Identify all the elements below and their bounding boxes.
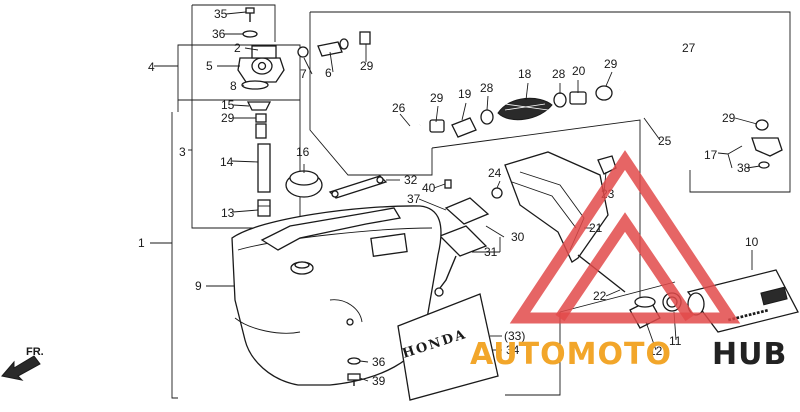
part-callout-p24: 24 [488, 166, 502, 180]
fuel-hose-26 [356, 31, 445, 152]
part-callout-p8: 8 [230, 79, 237, 93]
part-callout-p29d: 29 [221, 111, 235, 125]
watermark-automoto: AUTOMOTO [470, 337, 672, 372]
part-callout-p2: 2 [234, 41, 241, 55]
part-callout-p15: 15 [221, 98, 235, 112]
part-callout-p14: 14 [220, 155, 234, 169]
leader-line [605, 71, 613, 87]
leader-line [717, 152, 729, 155]
part-callout-p28b: 28 [552, 67, 566, 81]
primer-line-assembly [451, 60, 783, 169]
leader-line [433, 183, 446, 189]
part-callout-p20: 20 [572, 64, 586, 78]
leader-line [727, 153, 733, 169]
watermark: AUTOMOTO HUB [470, 150, 787, 372]
leader-line [399, 113, 411, 127]
part-callout-p39: 39 [372, 374, 386, 388]
part-callout-p6: 6 [325, 66, 332, 80]
part-callout-p7: 7 [300, 67, 307, 81]
honda-plate: HONDA [397, 293, 499, 401]
part-callout-p17: 17 [704, 148, 718, 162]
part-callout-p37: 37 [407, 192, 421, 206]
leader-line [645, 321, 657, 351]
leader-line [232, 104, 250, 107]
part-callout-p3: 3 [179, 145, 186, 159]
leader-line [244, 47, 259, 51]
part-callout-p4: 4 [148, 60, 155, 74]
part-callout-p36b: 36 [372, 355, 386, 369]
part-callout-p21: 21 [589, 221, 603, 235]
leader-line [359, 377, 369, 382]
leader-line [241, 84, 245, 87]
part-callout-p16: 16 [296, 145, 310, 159]
part-callout-p29b: 29 [604, 57, 618, 71]
front-marker-label: FR. [26, 346, 44, 358]
leader-line [496, 180, 501, 189]
part-callout-p32: 32 [404, 173, 418, 187]
assembly-frames [150, 4, 791, 399]
leader-line [329, 51, 334, 73]
part-callout-p25: 25 [658, 134, 672, 148]
leader-line [746, 165, 761, 169]
part-callout-p12: 12 [649, 344, 663, 358]
heat-shield [504, 151, 626, 293]
part-callout-p29c: 29 [430, 91, 444, 105]
leader-line [525, 82, 529, 101]
part-callout-p29a: 29 [360, 59, 374, 73]
leader-line [303, 57, 313, 75]
part-callout-p10: 10 [745, 235, 759, 249]
leader-line [418, 198, 447, 211]
part-callout-p13: 13 [221, 206, 235, 220]
watermark-hub: HUB [712, 337, 787, 372]
leader-line [231, 160, 259, 163]
watermark-triangle [509, 150, 741, 324]
part-callout-p11: 11 [669, 334, 682, 348]
leader-line [359, 360, 369, 363]
leader-line [461, 102, 467, 121]
leader-lines [206, 11, 761, 382]
leader-line [486, 95, 489, 111]
leader-line [605, 289, 621, 297]
fuel-tank [231, 205, 442, 386]
leader-line [225, 11, 247, 15]
part-callout-p35: 35 [214, 7, 228, 21]
leader-line [435, 105, 439, 123]
part-callout-p36a: 36 [212, 27, 226, 41]
leader-line [232, 209, 259, 213]
part-callout-p5: 5 [206, 59, 213, 73]
leader-line [643, 117, 661, 141]
part-callout-p29e: 29 [722, 111, 736, 125]
part-callout-p27: 27 [682, 41, 696, 55]
part-callout-p18: 18 [518, 67, 532, 81]
part-callout-p22: 22 [593, 289, 607, 303]
part-callout-p26: 26 [392, 101, 406, 115]
part-callout-p9: 9 [195, 279, 202, 293]
part-callout-p40: 40 [422, 181, 436, 195]
part-callout-p34: 34 [506, 343, 520, 357]
part-callout-p1: 1 [138, 236, 145, 250]
leader-line [727, 145, 743, 155]
tank-accessories [285, 170, 503, 297]
leader-line [734, 117, 758, 125]
part-callout-p38: 38 [737, 161, 751, 175]
part-callout-p28a: 28 [480, 81, 494, 95]
part-callout-p30: 30 [511, 230, 525, 244]
part-callout-p19: 19 [458, 87, 472, 101]
fuel-cock-assembly [237, 7, 349, 217]
part-callout-p31: 31 [484, 245, 498, 259]
front-direction-arrow: FR. [1, 346, 44, 381]
part-callout-p33: (33) [504, 329, 525, 343]
mount-bolts [347, 357, 361, 386]
leader-line [485, 225, 505, 238]
